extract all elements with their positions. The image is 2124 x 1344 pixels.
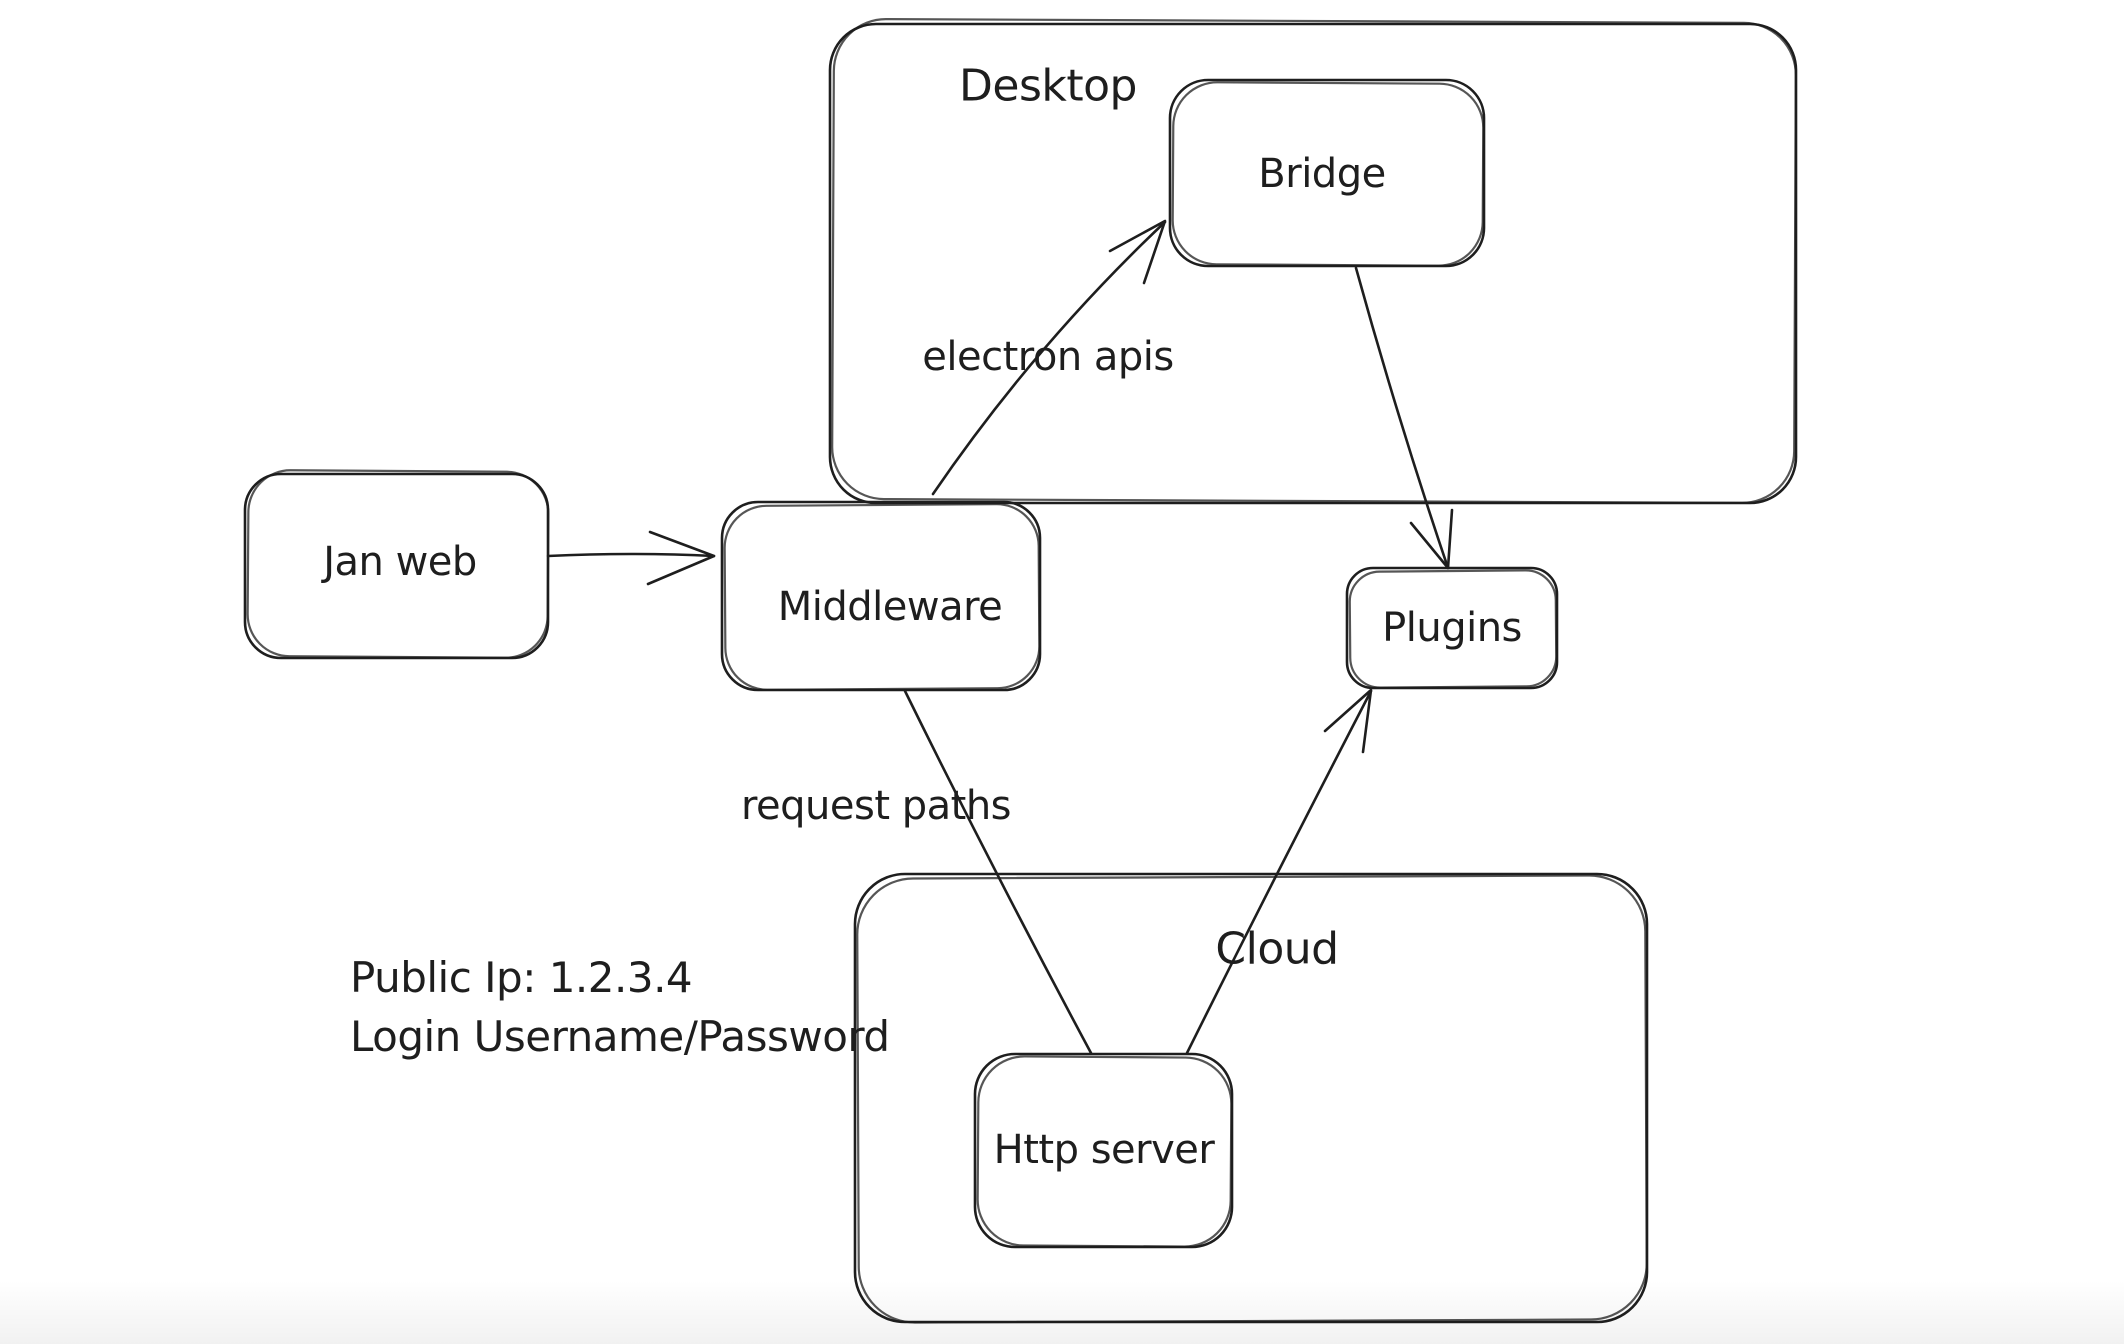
http-server-box [973,1052,1234,1249]
arrow-bridge-to-plugins [1354,266,1454,570]
login-credentials-annotation: Login Username/Password [350,1011,890,1061]
bridge-label: Bridge [1258,151,1386,197]
bridge-box [1168,78,1486,268]
desktop-container-box [828,18,1798,505]
public-ip-annotation: Public Ip: 1.2.3.4 [350,952,693,1002]
jan-web-label: Jan web [323,539,477,585]
jan-web-box [243,469,550,660]
arrow-middleware-to-bridge [931,219,1167,496]
plugins-label: Plugins [1382,605,1522,651]
cloud-container-label: Cloud [1215,923,1339,975]
cloud-container-box [853,872,1649,1324]
desktop-container-label: Desktop [959,60,1137,112]
middleware-box [720,500,1042,692]
line-middleware-to-httpserver [903,689,1093,1055]
electron-apis-edge-label: electron apis [922,334,1174,380]
plugins-box [1345,566,1559,690]
http-server-label: Http server [993,1127,1215,1173]
arrow-httpserver-to-plugins [1185,688,1373,1055]
middleware-label: Middleware [777,584,1003,630]
arrow-janweb-to-middleware [546,530,716,586]
request-paths-edge-label: request paths [740,783,1012,829]
